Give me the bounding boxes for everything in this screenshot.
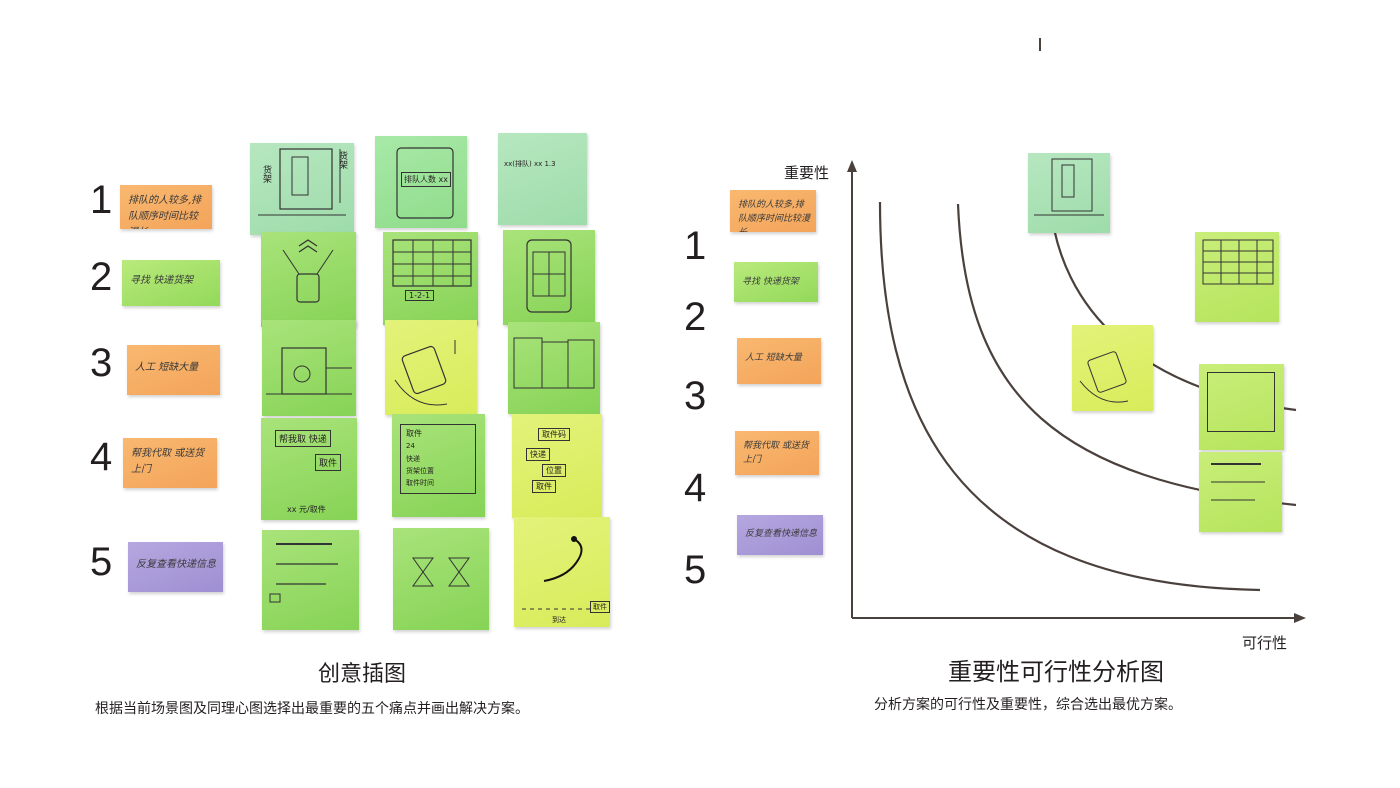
pickup-info-head: 取件 (406, 429, 422, 438)
right-pain-point-text-1: 排队的人较多,排队顺序时间比较漫长 (738, 200, 811, 232)
pickup-info-line-1: 24 (406, 442, 415, 450)
chart-note-shelf-grid (1195, 232, 1279, 322)
right-row-number-3: 3 (684, 374, 707, 418)
sketch-queue-count: 排队人数 xx (375, 136, 467, 228)
right-row-number-1: 1 (684, 224, 707, 268)
chip-3: 位置 (542, 464, 566, 477)
sketch-phone-map (503, 230, 595, 325)
pain-point-text-3: 人工 短缺大量 (135, 362, 199, 373)
pickup-info-line-3: 货架位置 (406, 467, 434, 475)
pickup-info-line-4: 取件时间 (406, 479, 434, 487)
right-pain-point-note-3: 人工 短缺大量 (737, 338, 821, 384)
delivery-request-price: xx 元/取件 (287, 505, 326, 514)
pain-point-note-3: 人工 短缺大量 (127, 345, 220, 395)
chart-hand-phone-sketch (1079, 351, 1129, 403)
chart-shelf-map-sketch (1034, 158, 1104, 216)
sketch-hourglass (393, 528, 489, 630)
locker-row-sketch (513, 337, 595, 389)
route-bottom-label: 到达 (552, 616, 566, 624)
queue-list-label: xx(排队) xx 1.3 (504, 160, 556, 168)
chip-1: 取件码 (538, 428, 570, 441)
route-path-sketch (522, 536, 592, 610)
sketch-hand-phone (385, 320, 477, 415)
x-axis-label: 可行性 (1242, 634, 1288, 652)
route-end-label: 取件 (590, 601, 610, 613)
sketch-pickup-chips: 取件码 快递 位置 取件 (512, 414, 602, 518)
sketch-queue-list: xx(排队) xx 1.3 (498, 133, 587, 225)
row-number-3: 3 (90, 341, 113, 385)
sketch-shelf-grid: 1-2-1 (383, 232, 478, 325)
right-pain-point-text-4: 帮我代取 或送货上门 (743, 441, 809, 465)
right-pain-point-text-5: 反复查看快递信息 (745, 529, 818, 539)
x-axis-arrow (1294, 613, 1306, 623)
y-axis-label: 重要性 (784, 164, 830, 182)
chart-progress-bars-sketch (1211, 463, 1265, 501)
row-number-4: 4 (90, 435, 113, 479)
right-panel-title: 重要性可行性分析图 (948, 658, 1164, 686)
phone-scan-sketch (282, 239, 334, 303)
delivery-request-title: 帮我取 快递 (275, 430, 331, 447)
shelf-label-a: 货架 (261, 165, 271, 183)
chart-shelf-grid-sketch (1202, 239, 1274, 285)
left-panel-caption: 根据当前场景图及同理心图选择出最重要的五个痛点并画出解决方案。 (95, 701, 529, 717)
shelf-map-sketch (258, 148, 346, 216)
hand-phone-sketch (394, 340, 456, 406)
shelf-label-b: 货架 (337, 151, 347, 169)
chart-note-progress-bars (1199, 452, 1282, 532)
right-pain-point-note-4: 帮我代取 或送货上门 (735, 431, 819, 475)
chart-note-shelf-map (1028, 153, 1110, 233)
pickup-info-line-2: 快递 (406, 455, 420, 463)
phone-map-sketch (526, 239, 572, 313)
pain-point-note-1: 排队的人较多,排队顺序时间比较漫长 (120, 185, 212, 229)
delivery-request-button: 取件 (315, 454, 342, 471)
pain-point-text-2: 寻找 快递货架 (130, 275, 194, 286)
sketch-locker-machine (262, 320, 356, 416)
hourglass-sketch (412, 557, 470, 587)
sketch-phone-scan (261, 232, 356, 327)
sketch-delivery-request: 帮我取 快递 取件 xx 元/取件 (261, 418, 357, 520)
shelf-grid-code: 1-2-1 (405, 290, 435, 301)
pain-point-text-5: 反复查看快递信息 (136, 559, 216, 570)
right-pain-point-text-2: 寻找 快递货架 (742, 277, 799, 287)
top-tick-mark (1039, 38, 1041, 51)
chart-note-hand-phone (1072, 325, 1153, 411)
sketch-locker-row (508, 322, 600, 414)
row-number-2: 2 (90, 255, 113, 299)
queue-count-sketch (396, 147, 454, 219)
right-pain-point-text-3: 人工 短缺大量 (745, 353, 802, 363)
progress-bars-sketch (269, 543, 338, 603)
right-pain-point-note-5: 反复查看快递信息 (737, 515, 823, 555)
sketch-progress-bars (262, 530, 359, 630)
pickup-info-frame (400, 424, 476, 494)
queue-count-label: 排队人数 xx (401, 172, 452, 187)
pain-point-note-5: 反复查看快递信息 (128, 542, 223, 592)
curve-low (878, 201, 1261, 592)
pain-point-text-4: 帮我代取 或送货上门 (131, 448, 205, 475)
pain-point-note-4: 帮我代取 或送货上门 (123, 438, 217, 488)
right-panel-caption: 分析方案的可行性及重要性，综合选出最优方案。 (874, 697, 1182, 713)
sketch-route-path: 取件 到达 (514, 517, 610, 627)
pain-point-text-1: 排队的人较多,排队顺序时间比较漫长 (128, 195, 202, 229)
right-row-number-4: 4 (684, 466, 707, 510)
pain-point-note-2: 寻找 快递货架 (122, 260, 220, 306)
left-panel-title: 创意插图 (318, 662, 407, 687)
row-number-1: 1 (90, 178, 113, 222)
chip-2: 快递 (526, 448, 550, 461)
sketch-pickup-info: 取件 24 快递 货架位置 取件时间 (392, 414, 485, 517)
chip-4: 取件 (532, 480, 556, 493)
chart-pickup-info-frame (1207, 372, 1275, 432)
right-pain-point-note-2: 寻找 快递货架 (734, 262, 818, 302)
row-number-5: 5 (90, 540, 113, 584)
right-pain-point-note-1: 排队的人较多,排队顺序时间比较漫长 (730, 190, 816, 232)
sketch-shelf-map: 货架 货架 (250, 143, 354, 235)
right-row-number-5: 5 (684, 548, 707, 592)
locker-machine-sketch (266, 347, 352, 395)
shelf-grid-sketch (392, 239, 472, 287)
chart-note-pickup-info (1199, 364, 1284, 450)
right-row-number-2: 2 (684, 295, 707, 339)
y-axis-arrow (847, 160, 857, 172)
